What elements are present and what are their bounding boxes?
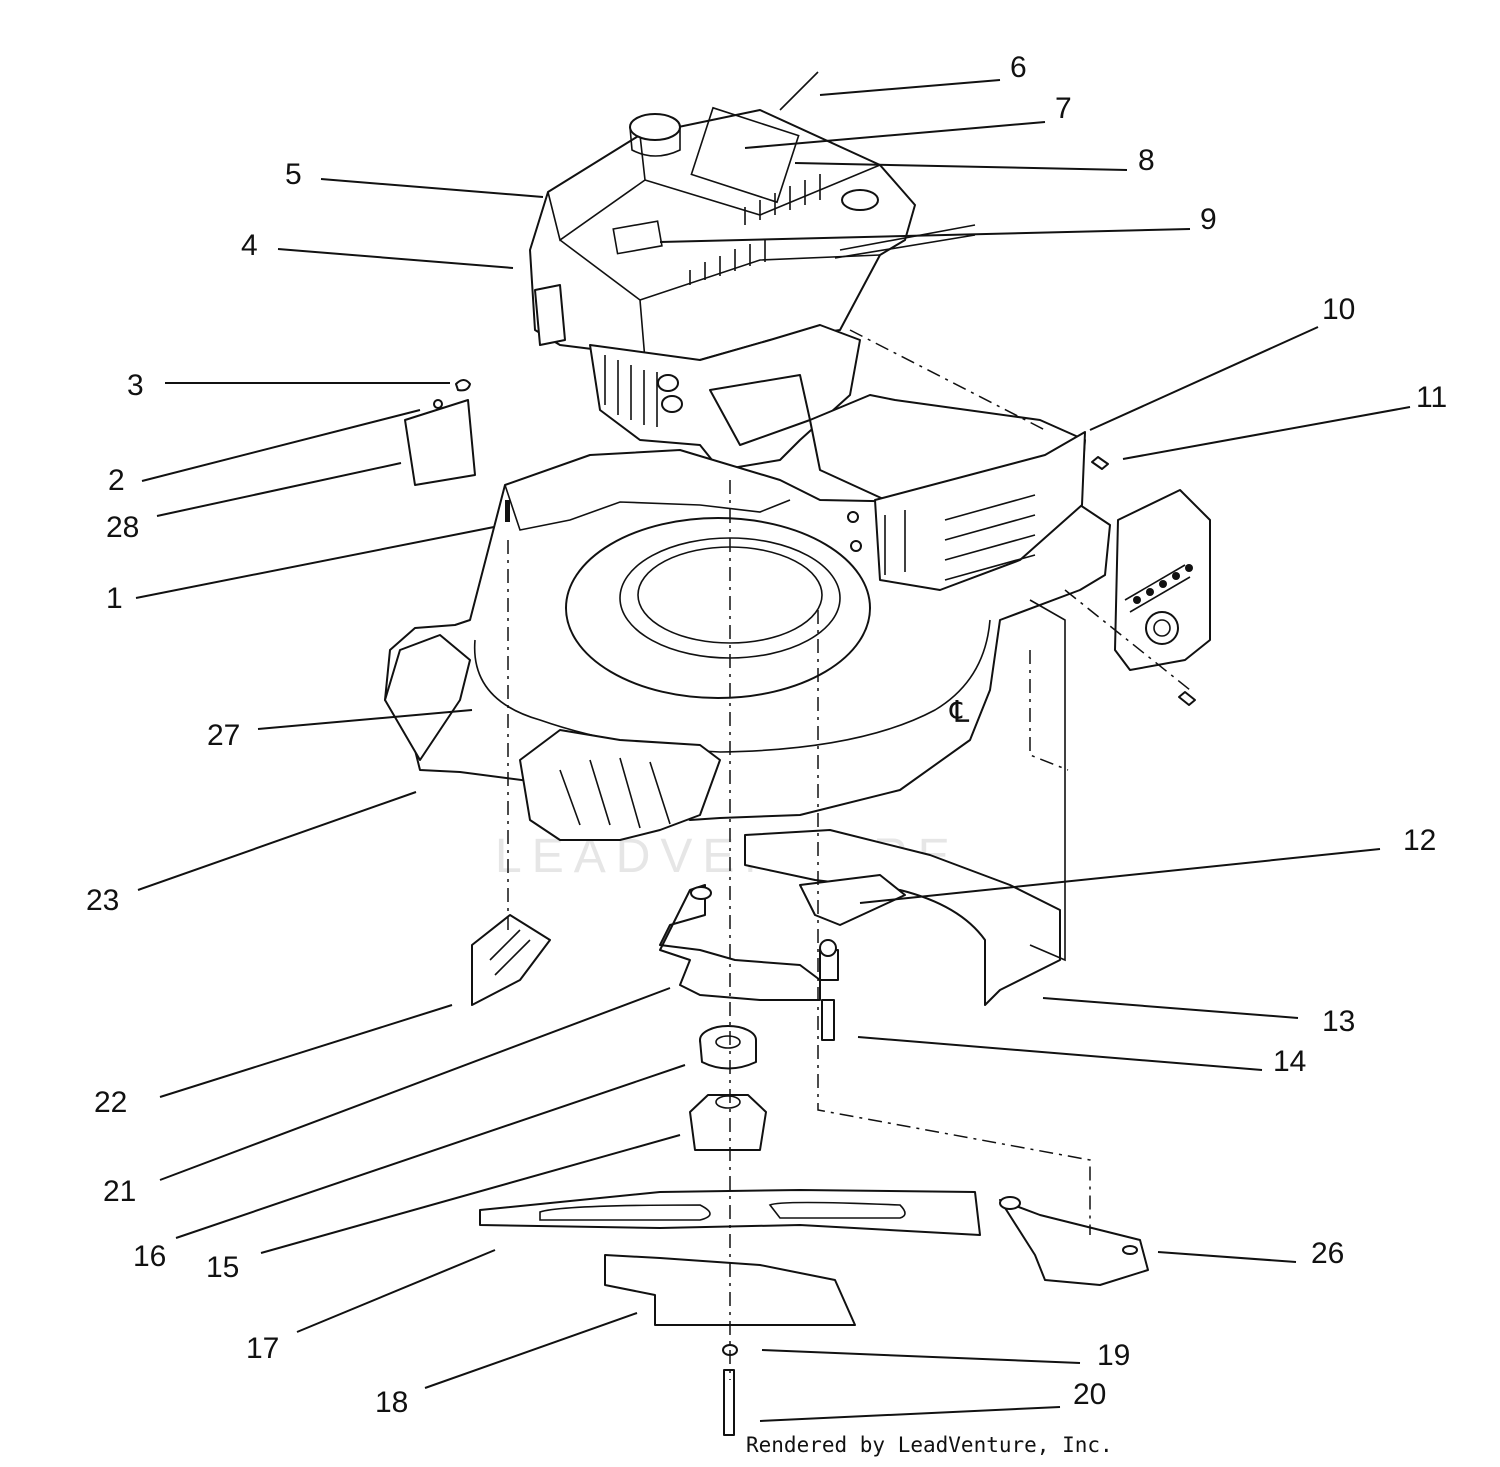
mulch-blade	[604, 1254, 856, 1326]
callout-13: 13	[1322, 1005, 1355, 1038]
callout-10: 10	[1322, 293, 1355, 326]
callout-15: 15	[206, 1251, 239, 1284]
blade-adapter	[689, 1094, 767, 1151]
credit-text: Rendered by LeadVenture, Inc.	[746, 1433, 1113, 1457]
callout-9: 9	[1200, 203, 1217, 236]
svg-text:℄: ℄	[949, 696, 970, 729]
callout-19: 19	[1097, 1339, 1130, 1372]
callout-8: 8	[1138, 144, 1155, 177]
deflector-plate	[404, 399, 476, 486]
callout-7: 7	[1055, 92, 1072, 125]
callout-16: 16	[133, 1240, 166, 1273]
callout-1: 1	[106, 582, 123, 615]
callout-14: 14	[1273, 1045, 1306, 1078]
callout-22: 22	[94, 1086, 127, 1119]
engine	[529, 71, 976, 471]
rear-door	[999, 1199, 1149, 1286]
callout-21: 21	[103, 1175, 136, 1208]
callout-27: 27	[207, 719, 240, 752]
callout-18: 18	[375, 1386, 408, 1419]
callout-2: 2	[108, 464, 125, 497]
callout-11: 11	[1416, 381, 1447, 414]
rear-guard	[809, 394, 1211, 706]
oil-cap-icon	[629, 113, 681, 141]
callout-28: 28	[106, 511, 139, 544]
callout-26: 26	[1311, 1237, 1344, 1270]
leader-lines	[135, 79, 1411, 1422]
bracket	[659, 884, 821, 1001]
callout-23: 23	[86, 884, 119, 917]
callout-17: 17	[246, 1332, 279, 1365]
blade-bolt	[723, 1369, 735, 1436]
baffle	[744, 599, 1066, 1006]
callout-20: 20	[1073, 1378, 1106, 1411]
callout-4: 4	[241, 229, 258, 262]
engine-vent-slots-icon	[689, 174, 821, 285]
callout-3: 3	[127, 369, 144, 402]
callout-12: 12	[1403, 824, 1436, 857]
callout-5: 5	[285, 158, 302, 191]
callout-6: 6	[1010, 51, 1027, 84]
